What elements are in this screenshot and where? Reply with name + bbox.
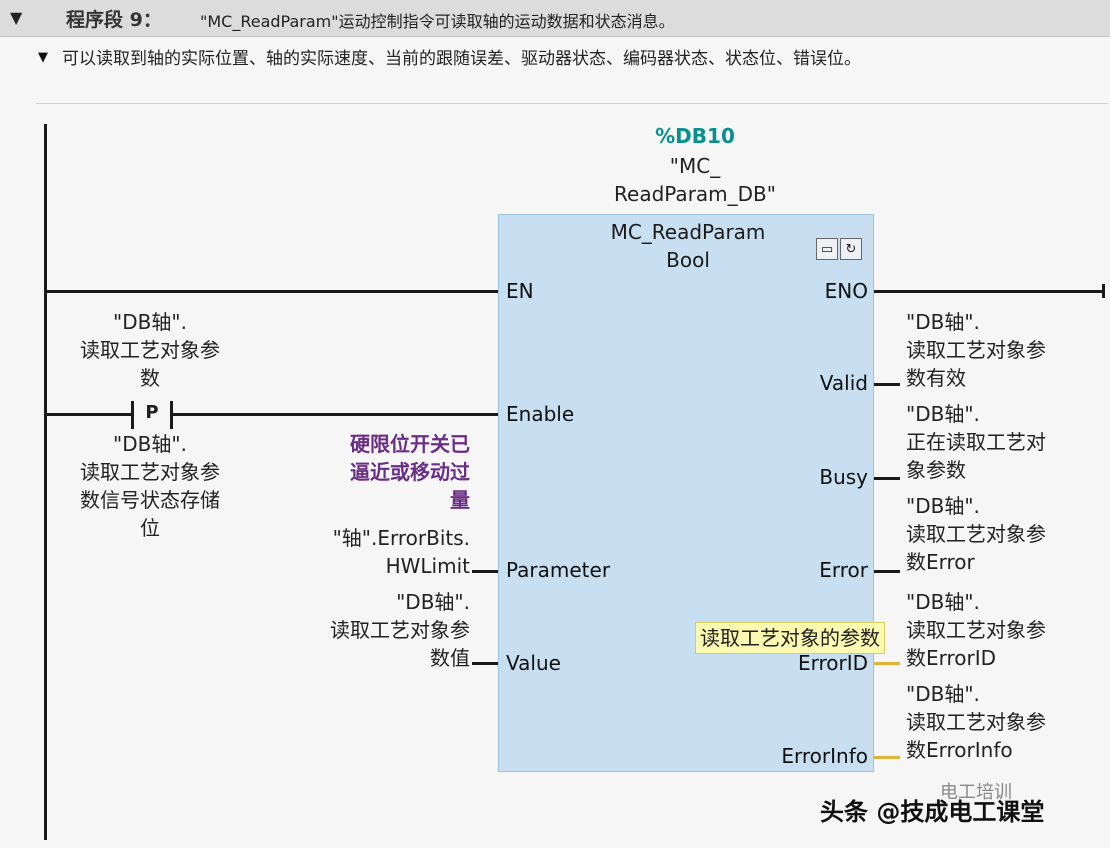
operand-line: 数信号状态存储 (80, 488, 220, 512)
operand-line: 读取工艺对象参 (906, 522, 1046, 546)
comment-line: 逼近或移动过 (350, 460, 470, 484)
operand-line: 数有效 (906, 366, 966, 390)
contact-edge-memory[interactable]: "DB轴". 读取工艺对象参 数信号状态存储 位 (50, 430, 250, 542)
pin-valid[interactable]: Valid (819, 371, 868, 395)
operand-line: 数Error (906, 550, 975, 574)
collapse-triangle-icon[interactable]: ▼ (10, 8, 23, 27)
pin-error[interactable]: Error (819, 558, 868, 582)
operand-line: 读取工艺对象参 (330, 618, 470, 642)
operand-line: 读取工艺对象参 (80, 460, 220, 484)
watermark: 头条 @技成电工课堂 (820, 798, 1045, 826)
watermark-ghost: 电工培训 (940, 782, 1012, 803)
error-stub (874, 570, 900, 573)
parameter-stub (472, 570, 498, 573)
operand-line: 数ErrorInfo (906, 738, 1013, 762)
network-header[interactable]: ▼ 程序段 9： "MC_ReadParam"运动控制指令可读取轴的运动数据和状… (0, 0, 1110, 37)
error-id-stub (874, 662, 900, 665)
operand-line: "DB轴". (906, 590, 980, 614)
block-tooltip: 读取工艺对象的参数 (695, 622, 885, 654)
pin-enable[interactable]: Enable (506, 402, 575, 426)
operand-line: "DB轴". (113, 310, 187, 334)
contact-operand[interactable]: "DB轴". 读取工艺对象参 数 (50, 308, 250, 392)
instance-db-icon[interactable]: ▭ (816, 238, 838, 260)
instance-db-name[interactable]: "MC_ ReadParam_DB" (590, 152, 800, 208)
value-stub (472, 662, 498, 665)
operand-line: "DB轴". (396, 590, 470, 614)
pin-value[interactable]: Value (506, 651, 561, 675)
divider (36, 103, 1108, 104)
operand-line: "DB轴". (906, 402, 980, 426)
block-type: Bool (666, 248, 710, 272)
network-description[interactable]: "MC_ReadParam"运动控制指令可读取轴的运动数据和状态消息。 (200, 12, 675, 31)
comment-collapse-icon[interactable]: ▼ (38, 50, 48, 65)
instance-db-address[interactable]: %DB10 (655, 124, 735, 148)
network-comment[interactable]: 可以读取到轴的实际位置、轴的实际速度、当前的跟随误差、驱动器状态、编码器状态、状… (62, 49, 861, 69)
error-operand[interactable]: "DB轴". 读取工艺对象参 数Error (906, 492, 1106, 576)
operand-line: 读取工艺对象参 (906, 618, 1046, 642)
operand-line: 读取工艺对象参 (906, 338, 1046, 362)
eno-wire (874, 290, 1104, 293)
function-block-box[interactable] (498, 214, 874, 772)
pin-en[interactable]: EN (506, 279, 534, 303)
error-info-stub (874, 756, 900, 759)
en-wire (44, 290, 498, 293)
operand-line: "DB轴". (113, 432, 187, 456)
pin-error-id[interactable]: ErrorID (797, 651, 868, 675)
pin-parameter[interactable]: Parameter (506, 558, 611, 582)
operand-line: 数ErrorID (906, 646, 997, 670)
operand-line: 象参数 (906, 458, 966, 482)
value-operand[interactable]: "DB轴". 读取工艺对象参 数值 (260, 588, 470, 672)
operand-line: 数 (140, 366, 160, 390)
pin-error-info[interactable]: ErrorInfo (781, 744, 868, 768)
enable-wire-left (44, 413, 132, 416)
pin-busy[interactable]: Busy (819, 465, 868, 489)
left-power-rail (44, 124, 47, 840)
operand-line: 读取工艺对象参 (80, 338, 220, 362)
function-block-title: MC_ReadParam Bool (598, 218, 778, 274)
p-contact[interactable] (131, 401, 173, 429)
parameter-comment: 硬限位开关已 逼近或移动过 量 (280, 430, 470, 514)
p-contact-symbol: P (145, 402, 159, 423)
operand-line: 正在读取工艺对 (906, 430, 1046, 454)
error-id-operand[interactable]: "DB轴". 读取工艺对象参 数ErrorID (906, 588, 1106, 672)
pin-eno[interactable]: ENO (824, 279, 868, 303)
operand-line: "DB轴". (906, 310, 980, 334)
parameter-operand[interactable]: "轴".ErrorBits. HWLimit (260, 524, 470, 580)
operand-line: "DB轴". (906, 494, 980, 518)
eno-wire-end (1102, 284, 1105, 298)
busy-stub (874, 477, 900, 480)
operand-line: "轴".ErrorBits. (332, 526, 470, 550)
instance-db-name-line: ReadParam_DB" (614, 182, 776, 206)
block-name: MC_ReadParam (610, 220, 766, 244)
instance-db-name-line: "MC_ (669, 154, 721, 178)
comment-line: 硬限位开关已 (350, 432, 470, 456)
operand-line: 数值 (430, 646, 470, 670)
operand-line: 读取工艺对象参 (906, 710, 1046, 734)
error-info-operand[interactable]: "DB轴". 读取工艺对象参 数ErrorInfo (906, 680, 1106, 764)
enable-wire-right (173, 413, 498, 416)
valid-operand[interactable]: "DB轴". 读取工艺对象参 数有效 (906, 308, 1106, 392)
block-icons: ▭↻ (816, 238, 868, 262)
comment-line: 量 (450, 488, 470, 512)
operand-line: 位 (140, 516, 160, 540)
network-label: 程序段 9： (66, 9, 162, 31)
monitor-icon[interactable]: ↻ (840, 238, 862, 260)
operand-line: "DB轴". (906, 682, 980, 706)
busy-operand[interactable]: "DB轴". 正在读取工艺对 象参数 (906, 400, 1106, 484)
operand-line: HWLimit (385, 554, 470, 578)
valid-stub (874, 383, 900, 386)
